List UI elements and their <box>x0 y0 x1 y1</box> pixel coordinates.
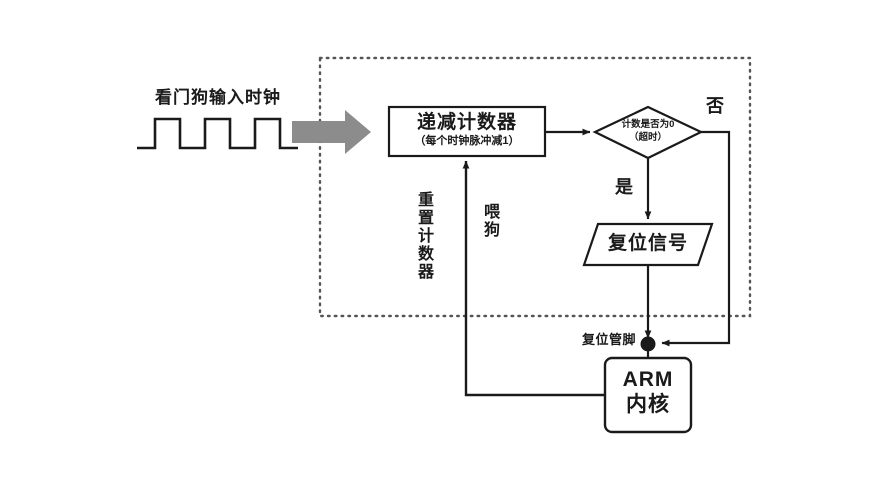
edge-label-feed-dog: 喂狗 <box>481 203 498 239</box>
clock-input-gray-arrow <box>292 110 371 154</box>
decrement-counter-sublabel: （每个时钟脉冲减1） <box>414 135 520 147</box>
edge-no-feedback-loop <box>661 130 731 347</box>
watchdog-clock-title: 看门狗输入时钟 <box>155 88 281 107</box>
edge-label-no: 否 <box>706 96 724 116</box>
watchdog-clock-square-wave <box>137 117 298 150</box>
reset-signal-parallelogram <box>582 222 714 267</box>
watchdog-module-boundary <box>318 56 752 318</box>
edge-label-yes: 是 <box>615 177 633 197</box>
reset-pin-label: 复位管脚 <box>581 332 636 347</box>
decrement-counter-box <box>387 105 547 158</box>
edge-feed-dog-reset-counter <box>462 160 605 397</box>
decision-label-line2: （超时） <box>628 132 667 143</box>
reset-signal-label: 复位信号 <box>607 233 688 254</box>
decision-label-line1: 计数是否为0 <box>621 119 675 130</box>
arm-core-label-line2: 内核 <box>626 393 670 416</box>
edge-label-reset-counter: 重置计数器 <box>415 191 432 281</box>
decrement-counter-label: 递减计数器 <box>416 112 517 133</box>
arm-core-label-line1: ARM <box>622 368 674 391</box>
